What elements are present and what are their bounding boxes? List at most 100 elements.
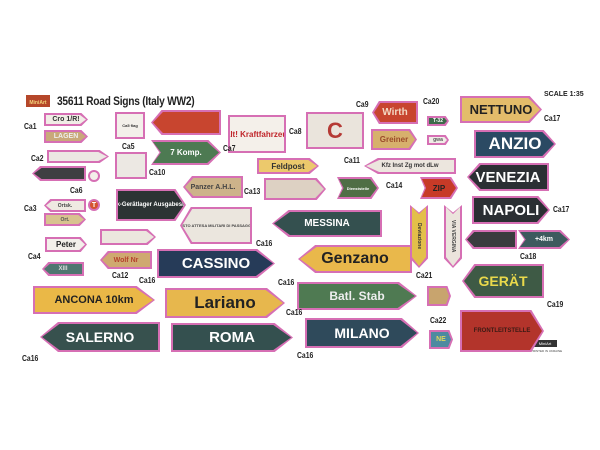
sign-text: Deviazione <box>412 207 426 266</box>
decal-code-label: Ca16 <box>139 276 156 285</box>
road-sign-decal: Deviazione <box>410 205 428 268</box>
road-sign-decal: POSTO ATTESA MILITARI DI PASSAGGIO <box>180 207 252 244</box>
sign-text: FRONTLEITSTELLE <box>462 312 542 350</box>
road-sign-decal: Ortsk. <box>44 199 86 212</box>
decal-code-label: Ca5 <box>122 142 135 151</box>
decal-code-label: Ca20 <box>423 97 440 106</box>
sign-text: MILANO <box>307 320 417 346</box>
road-sign-decal: VENEZIA <box>467 163 549 191</box>
decal-code-label: Ca22 <box>430 316 447 325</box>
decal-code-label: Ca4 <box>28 252 41 261</box>
sign-text: NAPOLI <box>474 198 548 222</box>
road-sign-decal: !Halt! Kraftfahrzeuge <box>228 115 286 153</box>
sign-text: GERÄT <box>464 266 542 296</box>
road-sign-decal: Cro 1/R! <box>44 113 88 126</box>
decal-code-label: Ca21 <box>416 271 433 280</box>
sign-text: Peter <box>47 239 85 250</box>
decal-code-label: Ca11 <box>344 156 360 165</box>
sign-text: Genzano <box>300 247 410 271</box>
sign-text: Dienststelle <box>339 179 377 197</box>
sign-text: NETTUNO <box>462 98 540 121</box>
decal-code-label: Ca3 <box>24 204 37 213</box>
printed-note: PRINTED IN UKRAINE <box>531 349 563 353</box>
decal-code-label: Ca8 <box>289 127 302 136</box>
sign-text: 7 Komp. <box>153 142 219 163</box>
sign-text <box>467 232 515 247</box>
road-sign-decal: Peter <box>45 237 87 252</box>
sign-text: ZIP <box>422 179 456 197</box>
road-sign-decal <box>465 230 517 249</box>
road-sign-decal: Kfz Inst Zg mot dLw <box>364 158 456 174</box>
road-sign-decal: Dienststelle <box>337 177 379 199</box>
sign-text <box>429 288 449 304</box>
road-sign-decal: Lariano <box>165 288 285 318</box>
decal-code-label: Ca16 <box>297 351 314 360</box>
road-sign-decal: gwa <box>427 135 449 145</box>
sign-text: Panzer A.H.L. <box>185 178 241 196</box>
decal-code-label: Ca1 <box>24 122 37 131</box>
road-sign-decal: Wirth <box>372 101 418 124</box>
sheet-title: 35611 Road Signs (Italy WW2) <box>57 94 195 108</box>
road-sign-decal <box>88 170 100 182</box>
sign-text <box>49 152 107 161</box>
road-sign-decal: C <box>306 112 364 149</box>
decal-code-label: Ca19 <box>547 300 564 309</box>
decal-code-label: Ca17 <box>544 114 561 123</box>
decal-code-label: Ca7 <box>223 144 236 153</box>
decal-code-label: Ca17 <box>553 205 570 214</box>
sign-text: Ca5 flag <box>117 114 143 137</box>
sign-text: VENEZIA <box>469 165 547 189</box>
scale-label: SCALE 1:35 <box>544 91 584 98</box>
road-sign-decal: LAGEN <box>44 130 88 143</box>
sign-text <box>153 112 219 133</box>
road-sign-decal: Ort. <box>44 213 86 226</box>
sign-text: T-32 <box>429 118 447 124</box>
decal-code-label: Ca16 <box>278 278 295 287</box>
sign-text <box>34 168 84 179</box>
sign-text: Wirth <box>374 103 416 122</box>
sign-text: +4km <box>520 232 568 247</box>
sign-text: gwa <box>429 137 447 143</box>
road-sign-decal: Flak-Gerätlager Ausgabestelle <box>116 189 186 221</box>
road-sign-decal: T-32 <box>427 116 449 126</box>
road-sign-decal: Feldpost <box>257 158 319 174</box>
road-sign-decal: XIII <box>42 262 84 276</box>
road-sign-decal: ANCONA 10km <box>33 286 155 314</box>
decal-code-label: Ca18 <box>520 252 537 261</box>
sign-text: CASSINO <box>159 251 273 276</box>
road-sign-decal <box>264 178 326 200</box>
road-sign-decal <box>151 110 221 135</box>
sign-text <box>266 180 324 198</box>
road-sign-decal: MESSINA <box>272 210 382 237</box>
sign-text <box>102 231 154 243</box>
road-sign-decal: Panzer A.H.L. <box>183 176 243 198</box>
sign-text: Cro 1/R! <box>46 115 86 124</box>
sign-text <box>117 154 145 177</box>
decal-code-label: Ca16 <box>256 239 273 248</box>
road-sign-decal: GERÄT <box>462 264 544 298</box>
sign-text: SALERNO <box>42 324 158 350</box>
road-sign-decal: ANZIO <box>474 130 556 158</box>
sign-text <box>90 172 98 180</box>
decal-code-label: Ca12 <box>112 271 129 280</box>
sign-text: VIA VERGINA <box>446 207 460 266</box>
decal-code-label: Ca14 <box>386 181 403 190</box>
sign-text: POSTO ATTESA MILITARI DI PASSAGGIO <box>182 209 250 242</box>
sign-text: Kfz Inst Zg mot dLw <box>366 160 454 172</box>
decal-code-label: Ca2 <box>31 154 44 163</box>
road-sign-decal: 7 Komp. <box>151 140 221 165</box>
road-sign-decal: Batl. Stab <box>297 282 417 310</box>
sign-text: !Halt! Kraftfahrzeuge <box>230 117 284 151</box>
decal-code-label: Ca10 <box>149 168 166 177</box>
road-sign-decal: MILANO <box>305 318 419 348</box>
decal-code-label: Ca16 <box>286 308 303 317</box>
sign-text: ANCONA 10km <box>35 288 153 312</box>
road-sign-decal: CASSINO <box>157 249 275 278</box>
road-sign-decal <box>100 229 156 245</box>
sign-text: Wolf Nr <box>102 253 150 267</box>
decal-code-label: Ca6 <box>70 186 83 195</box>
decal-code-label: Ca16 <box>22 354 39 363</box>
sign-text: C <box>308 114 362 147</box>
sign-text: Lariano <box>167 290 283 316</box>
